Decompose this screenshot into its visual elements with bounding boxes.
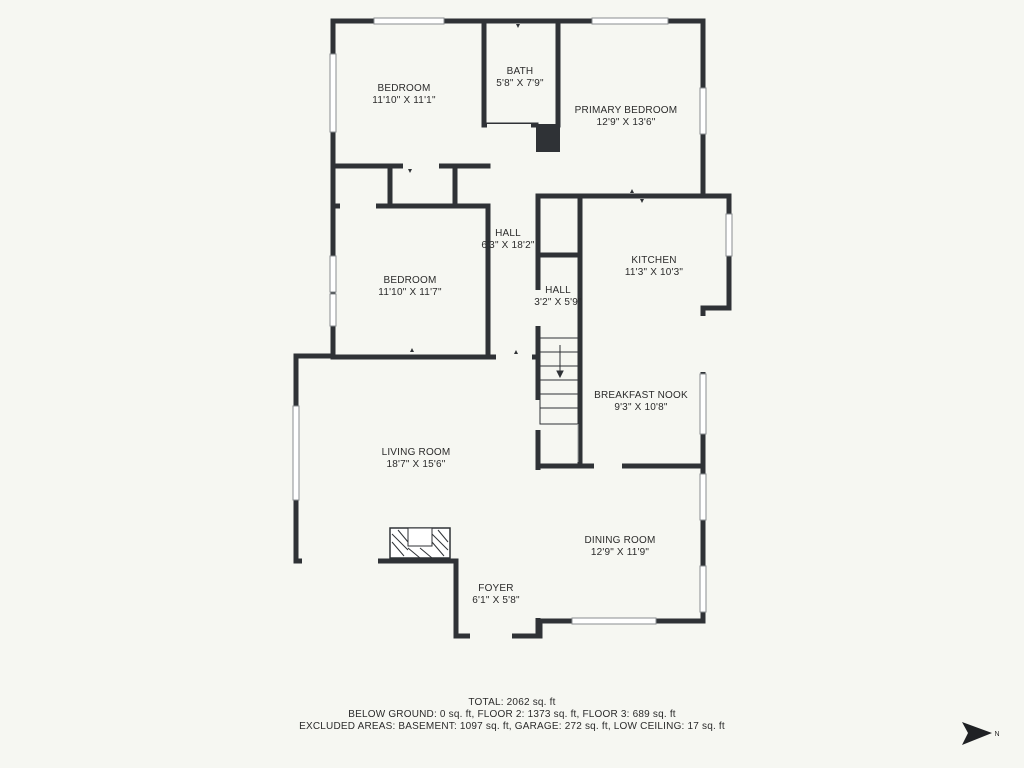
area-summary: TOTAL: 2062 sq. ft BELOW GROUND: 0 sq. f… [0,697,1024,733]
room-label-bath: BATH [507,66,534,77]
total-area: TOTAL: 2062 sq. ft [468,697,556,708]
compass-label: N [994,731,999,738]
room-dim-primary-bedroom: 12'9" X 13'6" [596,117,655,128]
room-dim-hall-small: 3'2" X 5'9" [534,297,582,308]
room-label-hall-main: HALL [495,228,521,239]
room-label-bedroom-top: BEDROOM [377,83,430,94]
door-markers [408,24,644,354]
room-dim-dining-room: 12'9" X 11'9" [591,547,650,558]
windows [292,17,733,625]
room-dim-bath: 5'8" X 7'9" [496,78,544,89]
floor-areas: BELOW GROUND: 0 sq. ft, FLOOR 2: 1373 sq… [348,709,676,720]
room-dim-bedroom-mid: 11'10" X 11'7" [378,287,442,298]
room-dim-kitchen: 11'3" X 10'3" [625,267,684,278]
chimney [536,124,560,152]
room-label-hall-small: HALL [545,285,571,296]
room-dim-living-room: 18'7" X 15'6" [386,459,445,470]
fireplace-icon [389,527,451,559]
room-dim-breakfast-nook: 9'3" X 10'8" [614,402,668,413]
room-label-dining-room: DINING ROOM [584,535,655,546]
north-arrow-icon: N [962,722,1000,745]
room-dim-bedroom-top: 11'10" X 11'1" [372,95,436,106]
room-label-primary-bedroom: PRIMARY BEDROOM [575,105,678,116]
stairs [539,337,581,425]
room-label-breakfast-nook: BREAKFAST NOOK [594,390,688,401]
room-label-bedroom-mid: BEDROOM [383,275,436,286]
door-openings [302,124,706,639]
room-labels: BEDROOM 11'10" X 11'1" BATH 5'8" X 7'9" … [372,66,688,606]
room-label-living-room: LIVING ROOM [382,447,451,458]
room-dim-foyer: 6'1" X 5'8" [472,595,520,606]
room-dim-hall-main: 6'3" X 18'2" [481,240,535,251]
room-label-kitchen: KITCHEN [631,255,676,266]
room-label-foyer: FOYER [478,583,513,594]
excluded-areas: EXCLUDED AREAS: BASEMENT: 1097 sq. ft, G… [299,721,725,732]
